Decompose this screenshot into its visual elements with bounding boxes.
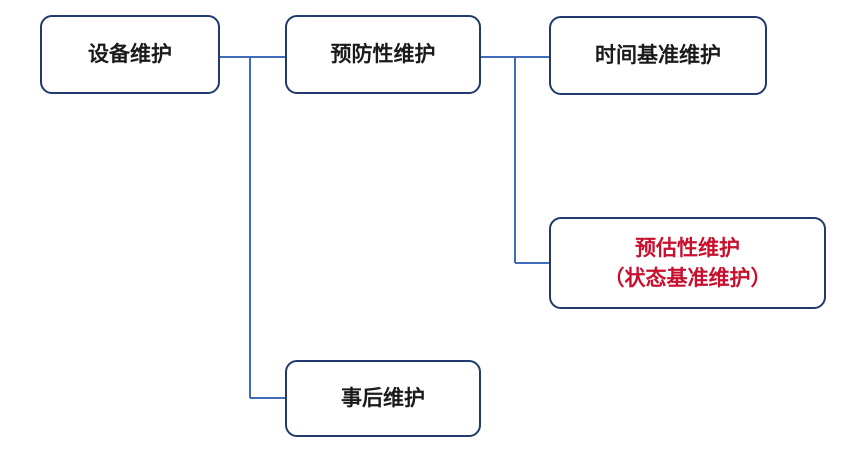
- node-label: 设备维护: [88, 42, 172, 67]
- node-label: 时间基准维护: [595, 43, 721, 68]
- node-label-line1: 预估性维护: [635, 235, 740, 260]
- node-label: 事后维护: [341, 386, 425, 411]
- node-equipment-maintenance: 设备维护: [40, 15, 220, 94]
- node-time-based-maintenance: 时间基准维护: [549, 16, 767, 95]
- node-label-line2: （状态基准维护）: [603, 266, 772, 290]
- node-preventive-maintenance: 预防性维护: [285, 15, 481, 94]
- node-label: 预防性维护: [330, 42, 436, 67]
- node-corrective-maintenance: 事后维护: [285, 360, 481, 437]
- node-predictive-maintenance: 预估性维护 （状态基准维护）: [549, 217, 826, 309]
